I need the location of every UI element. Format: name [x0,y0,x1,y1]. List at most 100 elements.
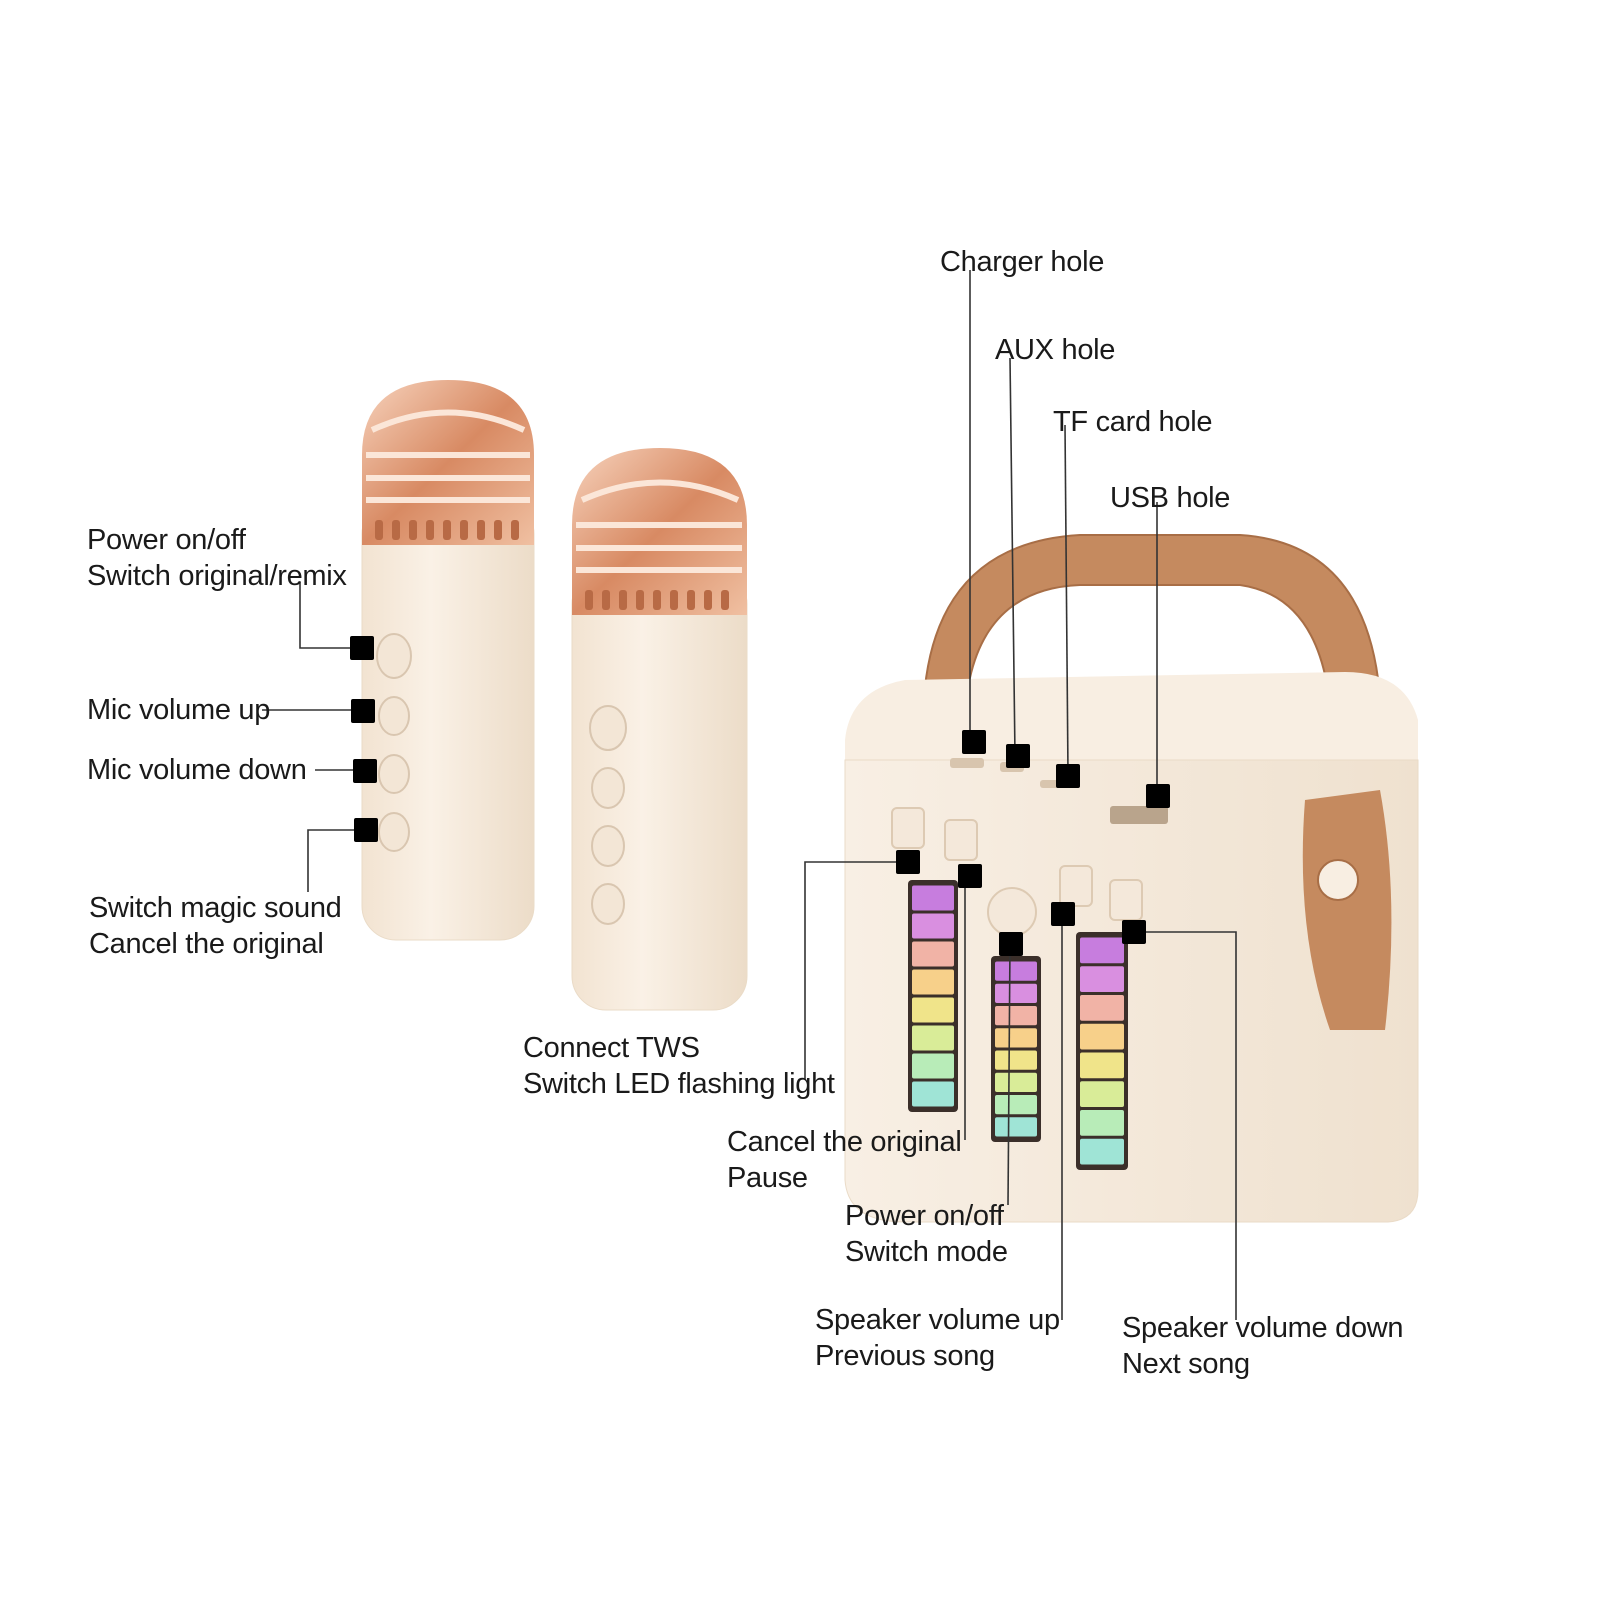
label-tf-card-hole: TF card hole [1053,406,1213,438]
label-speaker-volume-down: Speaker volume down Next song [1122,1310,1404,1382]
marker-usb [1146,784,1170,808]
mic-right-volume-down-button[interactable] [591,825,625,867]
led-segment [912,913,954,939]
led-segment [995,983,1037,1003]
led-segment [1080,966,1124,992]
led-bar-left [908,880,958,1112]
speaker-handle-strap [1302,790,1392,1030]
led-segment [912,885,954,911]
led-segment [1080,937,1124,964]
charger-port [950,758,984,768]
speaker-power-button[interactable] [987,887,1037,937]
label-speaker-volume-down-line1: Speaker volume down [1122,1312,1404,1344]
led-segment [1080,1052,1124,1079]
mic-left-grille [362,380,534,545]
marker-charger [962,730,986,754]
mic-right-volume-up-button[interactable] [591,767,625,809]
led-segment [995,1006,1037,1026]
mic-right-buttons [589,705,627,925]
marker-mic-power [350,636,374,660]
speaker [844,534,1419,1223]
led-bar-right [1076,932,1128,1170]
led-segment [912,1053,954,1079]
marker-mic-vol-up [351,699,375,723]
marker-pause [958,864,982,888]
microphone-left [361,380,535,941]
mic-right-magic-button[interactable] [591,883,625,925]
led-segment [995,961,1037,981]
leader-aux [1009,357,1016,757]
led-segment [995,1072,1037,1092]
leader-tws [804,861,908,1080]
led-segment [912,969,954,995]
markers [350,636,1170,956]
speaker-tws-button[interactable] [891,807,925,849]
leader-lines [262,270,1237,1320]
label-mic-magic-line1: Switch magic sound [89,892,342,924]
led-segment [995,1117,1037,1137]
led-segment [1080,1023,1124,1050]
marker-aux [1006,744,1030,768]
marker-mic-magic [354,818,378,842]
label-connect-tws-line1: Connect TWS [523,1032,700,1064]
mic-left-volume-up-button[interactable] [378,696,410,736]
speaker-pause-button[interactable] [944,819,978,861]
label-cancel-pause: Cancel the original Pause [727,1124,962,1196]
led-segment [995,1050,1037,1070]
label-connect-tws-line2: Switch LED flashing light [523,1068,835,1100]
label-mic-magic: Switch magic sound Cancel the original [89,890,342,962]
mic-left-magic-button[interactable] [378,812,410,852]
label-speaker-volume-up-line2: Previous song [815,1340,995,1372]
leader-tf [1064,424,1069,775]
label-mic-volume-down: Mic volume down [87,754,307,786]
label-aux-hole: AUX hole [995,334,1116,366]
label-usb-hole: USB hole [1110,482,1231,514]
label-speaker-power-line1: Power on/off [845,1200,1004,1232]
label-speaker-volume-up: Speaker volume up Previous song [815,1302,1060,1374]
label-charger-hole: Charger hole [940,246,1105,278]
led-segment [1080,1081,1124,1107]
marker-vol-down [1122,920,1146,944]
speaker-body [844,759,1419,1223]
led-segment [912,997,954,1023]
led-segment [1080,1110,1124,1136]
leader-vol-down [1134,931,1237,1320]
label-speaker-volume-up-line1: Speaker volume up [815,1304,1060,1336]
marker-power [999,932,1023,956]
leader-mic-power [299,582,360,649]
led-segment [1080,1138,1124,1165]
marker-mic-vol-down [353,759,377,783]
label-connect-tws: Connect TWS Switch LED flashing light [523,1030,835,1102]
label-cancel-pause-line1: Cancel the original [727,1126,962,1158]
led-segment [995,1095,1037,1115]
label-mic-power-line1: Power on/off [87,524,246,556]
mic-right-grille [572,448,747,615]
microphone-right [571,448,748,1011]
led-segment [1080,995,1124,1021]
speaker-volume-up-button[interactable] [1059,865,1093,907]
leader-mic-magic [307,829,362,892]
label-mic-volume-up: Mic volume up [87,694,271,726]
led-segment [995,1028,1037,1048]
label-speaker-power-line2: Switch mode [845,1236,1008,1268]
led-segment [912,1081,954,1107]
mic-left-volume-down-button[interactable] [378,754,410,794]
label-cancel-pause-line2: Pause [727,1162,808,1194]
label-mic-power: Power on/off Switch original/remix [87,522,347,594]
label-speaker-volume-down-line2: Next song [1122,1348,1250,1380]
led-segment [912,941,954,967]
label-mic-magic-line2: Cancel the original [89,928,324,960]
speaker-volume-down-button[interactable] [1109,879,1143,921]
mic-right-power-button[interactable] [589,705,627,751]
led-bar-middle [991,956,1041,1142]
mic-left-buttons [376,633,412,852]
speaker-strap-rivet [1317,859,1359,901]
marker-tws [896,850,920,874]
led-segment [912,1025,954,1051]
leader-power [1007,943,1011,1206]
label-speaker-power: Power on/off Switch mode [845,1198,1008,1270]
marker-vol-up [1051,902,1075,926]
mic-left-power-button[interactable] [376,633,412,679]
label-mic-power-line2: Switch original/remix [87,560,347,592]
